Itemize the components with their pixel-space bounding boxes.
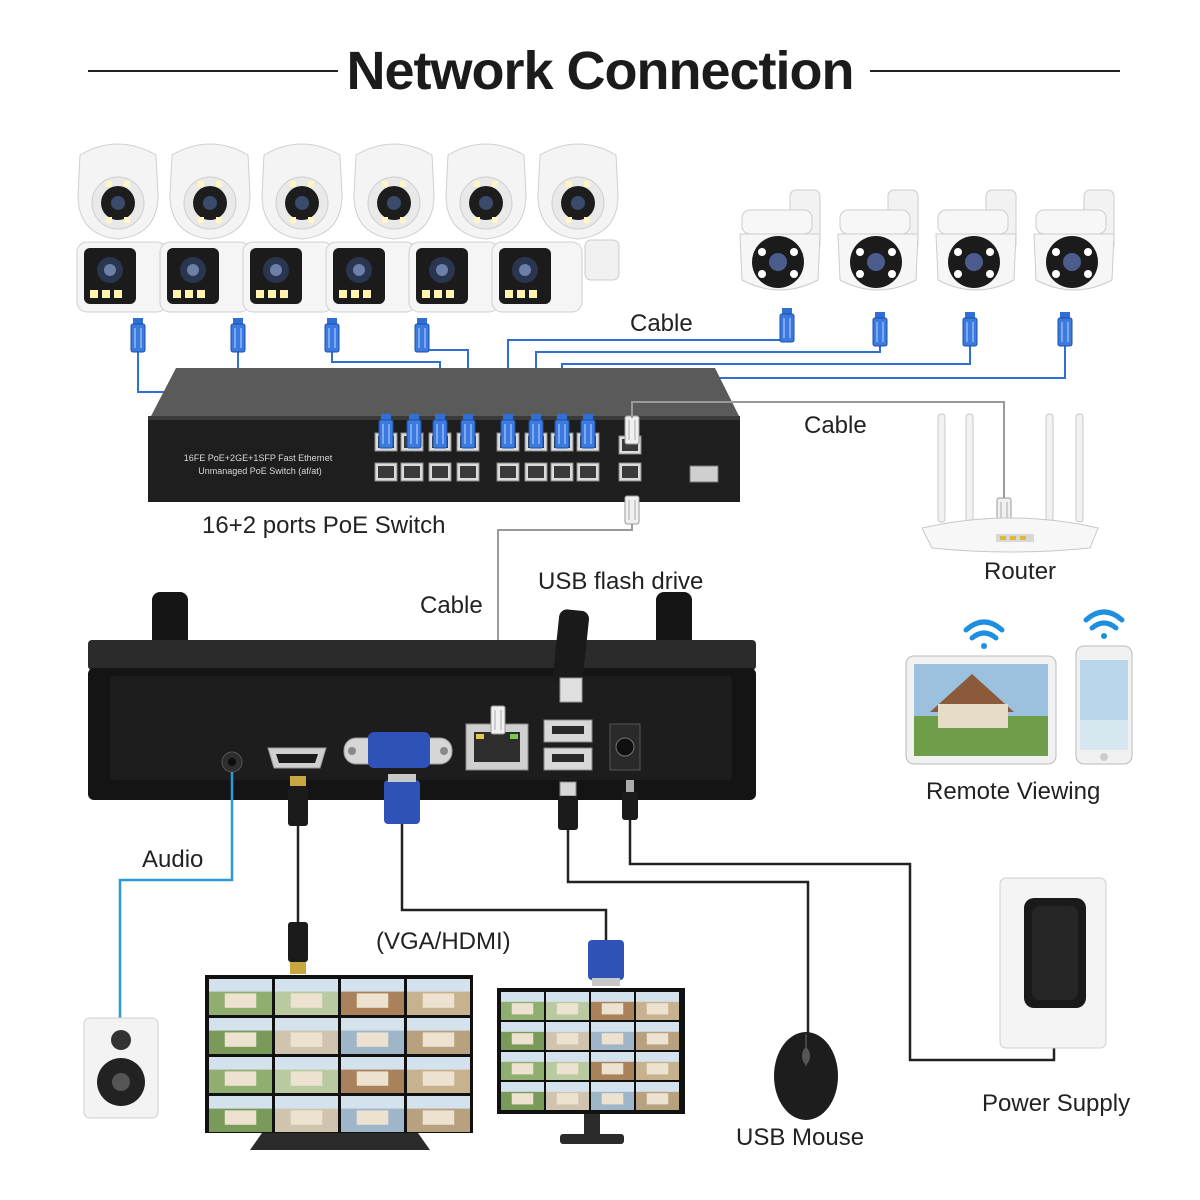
ptz-camera-4 — [1033, 189, 1115, 291]
router — [921, 413, 1099, 553]
dome-camera-5 — [445, 143, 527, 240]
camera-view-thumb — [501, 992, 544, 1020]
camera-view-thumb — [341, 1057, 404, 1093]
switch-label: 16+2 ports PoE Switch — [202, 512, 446, 539]
camera-view-thumb — [341, 1096, 404, 1132]
camera-view-thumb — [275, 1018, 338, 1054]
power-supply — [999, 877, 1107, 1049]
camera-view-thumb — [591, 992, 634, 1020]
power-supply-label: Power Supply — [982, 1090, 1131, 1117]
speaker — [83, 1017, 159, 1119]
remote-viewing-label: Remote Viewing — [926, 778, 1101, 805]
camera-view-thumb — [209, 979, 272, 1015]
dome-camera-1 — [77, 143, 159, 240]
usb-mouse — [774, 1032, 838, 1120]
camera-view-thumb — [546, 1052, 589, 1080]
usb-mouse-label: USB Mouse — [736, 1124, 865, 1151]
dome-camera-2 — [169, 143, 251, 240]
switch-spec-line1: 16FE PoE+2GE+1SFP Fast Ethernet — [184, 453, 333, 463]
wifi-icon — [963, 609, 1125, 649]
poe-switch: 16FE PoE+2GE+1SFP Fast Ethernet Unmanage… — [148, 368, 740, 502]
camera-view-thumb — [636, 1082, 679, 1110]
bullet-camera-2 — [159, 241, 251, 313]
camera-view-thumb — [341, 979, 404, 1015]
ptz-camera-row — [739, 189, 1115, 291]
bullet-camera-5 — [408, 241, 500, 313]
ptz-camera-2 — [837, 189, 919, 291]
camera-view-thumb — [636, 992, 679, 1020]
camera-view-thumb — [501, 1022, 544, 1050]
bullet-camera-1 — [76, 241, 168, 313]
camera-view-thumb — [546, 1082, 589, 1110]
bullet-camera-6 — [491, 241, 583, 313]
switch-ports — [374, 432, 719, 483]
nvr-recorder — [88, 592, 756, 800]
camera-view-thumb — [591, 1022, 634, 1050]
cable-label-cameras: Cable — [630, 310, 693, 337]
camera-cable-plugs — [130, 307, 1073, 353]
cable-label-router: Cable — [804, 412, 867, 439]
dome-camera-3 — [261, 143, 343, 240]
pc-monitor — [497, 988, 685, 1144]
camera-view-thumb — [546, 992, 589, 1020]
title-rule-left — [88, 70, 338, 72]
camera-view-thumb — [275, 1096, 338, 1132]
camera-view-thumb — [407, 1057, 470, 1093]
camera-view-thumb — [501, 1052, 544, 1080]
camera-view-thumb — [341, 1018, 404, 1054]
dome-camera-6 — [537, 143, 619, 240]
camera-view-thumb — [636, 1022, 679, 1050]
cable-label-nvr: Cable — [420, 592, 483, 619]
mouse-power-plugs — [558, 780, 638, 830]
camera-view-thumb — [407, 1096, 470, 1132]
camera-view-thumb — [275, 979, 338, 1015]
dome-camera-4 — [353, 143, 435, 240]
output-cables — [296, 820, 1056, 1062]
camera-view-thumb — [591, 1082, 634, 1110]
audio-label: Audio — [142, 846, 204, 873]
switch-router-cable — [631, 401, 1005, 512]
router-label: Router — [984, 558, 1057, 585]
ptz-camera-1 — [739, 189, 821, 291]
dome-camera-row — [77, 143, 619, 240]
camera-view-thumb — [407, 979, 470, 1015]
camera-view-thumb — [209, 1096, 272, 1132]
hdmi-cable-plugs — [288, 776, 308, 974]
camera-view-thumb — [636, 1052, 679, 1080]
switch-spec-line2: Unmanaged PoE Switch (af/at) — [198, 466, 322, 476]
usb-flash-drive-label: USB flash drive — [538, 568, 704, 595]
ptz-camera-3 — [935, 189, 1017, 291]
vga-cable-plugs — [384, 774, 624, 986]
bullet-camera-row — [76, 239, 620, 313]
camera-view-thumb — [591, 1052, 634, 1080]
usb-flash-drive — [553, 609, 589, 703]
camera-view-thumb — [209, 1057, 272, 1093]
bullet-camera-4 — [325, 241, 417, 313]
remote-devices — [905, 645, 1133, 765]
camera-view-thumb — [275, 1057, 338, 1093]
title-rule-right — [870, 70, 1120, 72]
bullet-camera-3 — [242, 241, 334, 313]
audio-cable — [118, 772, 234, 1020]
vga-hdmi-label: (VGA/HDMI) — [376, 928, 511, 955]
page-title: Network Connection — [346, 41, 854, 101]
tv-monitor — [205, 975, 473, 1150]
camera-view-thumb — [407, 1018, 470, 1054]
camera-view-thumb — [209, 1018, 272, 1054]
camera-view-thumb — [501, 1082, 544, 1110]
camera-view-thumb — [546, 1022, 589, 1050]
